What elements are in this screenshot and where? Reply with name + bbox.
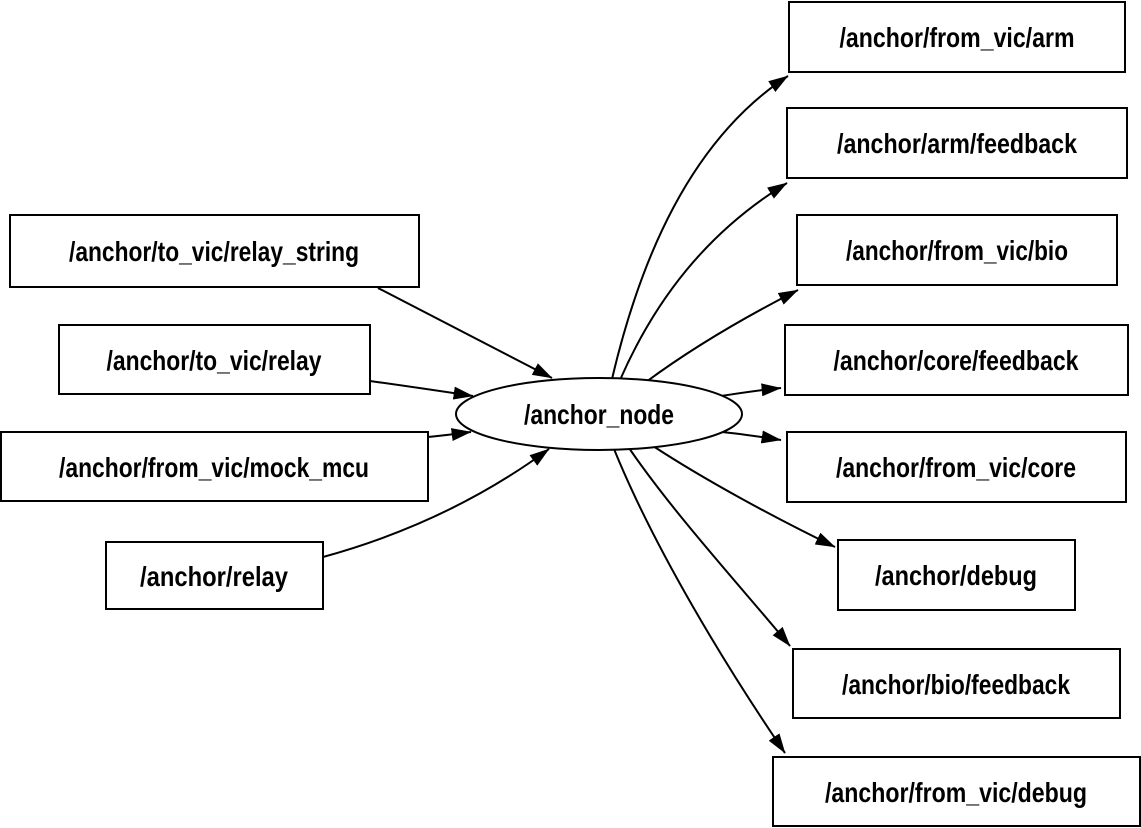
edge-anchor-node-to-from-vic-debug xyxy=(613,448,786,754)
topic-node-arm-feedback: /anchor/arm/feedback xyxy=(786,107,1128,179)
node-box xyxy=(9,214,420,288)
topic-node-core-feedback: /anchor/core/feedback xyxy=(784,324,1129,396)
node-label: /anchor/from_vic/bio xyxy=(846,235,1068,266)
edge-from-vic-mock-mcu-to-anchor-node xyxy=(427,428,472,441)
node-label: /anchor/debug xyxy=(875,560,1037,591)
edge-relay-to-anchor-node xyxy=(322,448,550,558)
node-box xyxy=(0,431,429,502)
topic-node-from-vic-arm: /anchor/from_vic/arm xyxy=(788,1,1126,73)
edge-anchor-node-to-from-vic-bio xyxy=(645,289,799,383)
topic-node-to-vic-relay: /anchor/to_vic/relay xyxy=(58,324,371,395)
topic-node-from-vic-debug: /anchor/from_vic/debug xyxy=(772,756,1141,827)
edge-anchor-node-to-from-vic-arm xyxy=(611,75,789,380)
node-box xyxy=(786,431,1127,503)
node-box xyxy=(58,324,371,395)
node-label: /anchor/core/feedback xyxy=(834,345,1079,376)
node-label: /anchor/from_vic/arm xyxy=(840,22,1075,53)
node-box xyxy=(792,648,1121,719)
node-label: /anchor/relay xyxy=(140,561,288,592)
node-label: /anchor/arm/feedback xyxy=(837,128,1077,159)
edge-anchor-node-to-arm-feedback xyxy=(619,182,788,381)
node-label: /anchor/from_vic/mock_mcu xyxy=(59,452,369,483)
node-label: /anchor/bio/feedback xyxy=(842,669,1070,700)
node-label: /anchor/to_vic/relay xyxy=(107,345,322,376)
topic-node-debug: /anchor/debug xyxy=(837,539,1076,611)
node-label: /anchor/from_vic/core xyxy=(836,452,1076,483)
node-box xyxy=(796,214,1118,286)
topic-node-relay: /anchor/relay xyxy=(105,541,324,610)
node-label: /anchor_node xyxy=(524,399,674,430)
node-label: /anchor/to_vic/relay_string xyxy=(69,236,359,267)
node-anchor-node: /anchor_node xyxy=(455,377,743,451)
edge-anchor-node-to-debug xyxy=(652,445,836,548)
node-ellipse xyxy=(455,377,743,451)
node-box xyxy=(837,539,1076,611)
node-box xyxy=(786,107,1128,179)
edge-anchor-node-to-from-vic-core xyxy=(721,430,782,444)
edge-anchor-node-to-core-feedback xyxy=(720,383,782,397)
topic-node-from-vic-mock-mcu: /anchor/from_vic/mock_mcu xyxy=(0,431,429,502)
edge-to-vic-relay-to-anchor-node xyxy=(369,380,474,400)
node-box xyxy=(105,541,324,610)
topic-node-from-vic-core: /anchor/from_vic/core xyxy=(786,431,1127,503)
topic-node-to-vic-relay-string: /anchor/to_vic/relay_string xyxy=(9,214,420,288)
node-box xyxy=(784,324,1129,396)
topic-node-from-vic-bio: /anchor/from_vic/bio xyxy=(796,214,1118,286)
node-label: /anchor/from_vic/debug xyxy=(825,777,1087,808)
topic-node-bio-feedback: /anchor/bio/feedback xyxy=(792,648,1121,719)
edge-anchor-node-to-bio-feedback xyxy=(628,447,791,647)
edge-to-vic-relay-string-to-anchor-node xyxy=(377,287,553,379)
node-box xyxy=(772,756,1141,827)
node-box xyxy=(788,1,1126,73)
